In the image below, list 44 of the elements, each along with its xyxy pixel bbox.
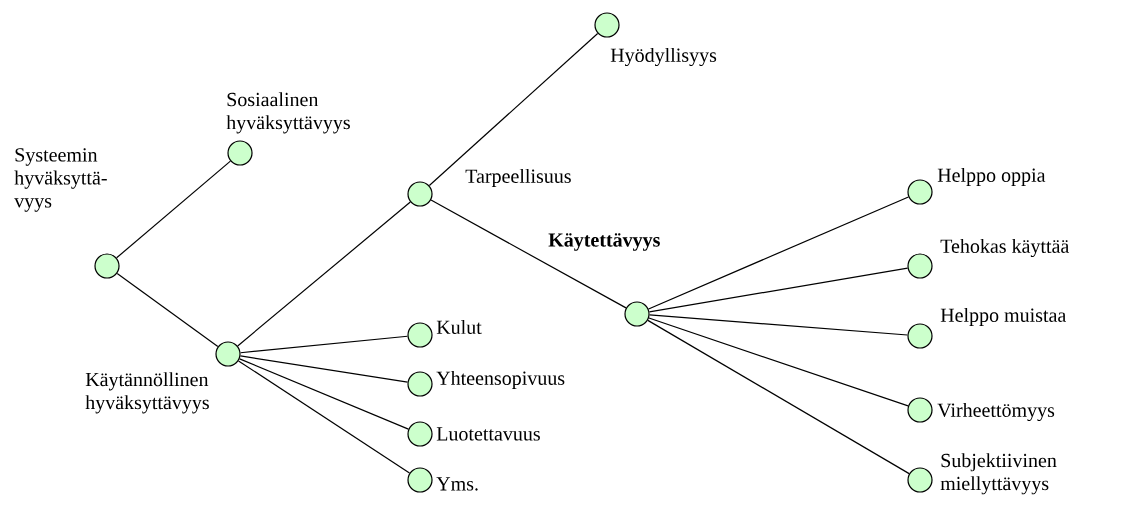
node-label: Käytännöllinen hyväksyttävyys [85,372,209,414]
circle-marker [407,181,433,207]
circle-marker [407,322,433,348]
node-label: Virheettömyys [937,402,1055,422]
circle-marker [624,301,650,327]
node-label: Helppo muistaa [940,307,1066,327]
connector-line [116,160,231,259]
node-label: Luotettavuus [436,427,540,441]
node-label: Sosiaalinen hyväksyttävyys [226,92,350,134]
circle-marker [407,371,433,397]
circle-marker [407,467,433,493]
circle-marker [407,421,433,447]
connector-line [647,319,910,475]
circle-marker [94,253,120,279]
connector-line [239,358,409,430]
node-label: Käytettävyys [548,233,660,251]
connector-line [116,272,219,348]
node-label: Kulut [436,319,482,334]
connector-line [237,360,411,474]
connector-line [648,317,909,407]
connector-line [648,314,909,336]
node-label: Tehokas käyttää [940,238,1070,258]
circle-marker [907,467,933,493]
node-label: Systeemin hyväksyttä- vyys [14,148,107,212]
connector-line [239,355,409,383]
node-label: Tarpeellisuus [465,168,571,188]
circle-marker [227,140,253,166]
circle-marker [907,397,933,423]
node-label: Subjektiivinen miellyttävyys [940,453,1057,495]
connector-line [430,199,627,309]
connector-line [239,335,409,354]
circle-marker [907,253,933,279]
connector-line [648,196,910,310]
node-label: Helppo oppia [937,167,1046,187]
node-label: Hyödyllisyys [610,47,717,67]
node-label: Yhteensopivuus [436,370,565,390]
circle-marker [907,179,933,205]
circle-marker [215,341,241,367]
connector-line [237,201,411,347]
circle-marker [907,323,933,349]
connector-line [428,32,599,187]
circle-marker [594,12,620,38]
node-label: Yms. [436,477,478,491]
connector-line [648,267,909,313]
